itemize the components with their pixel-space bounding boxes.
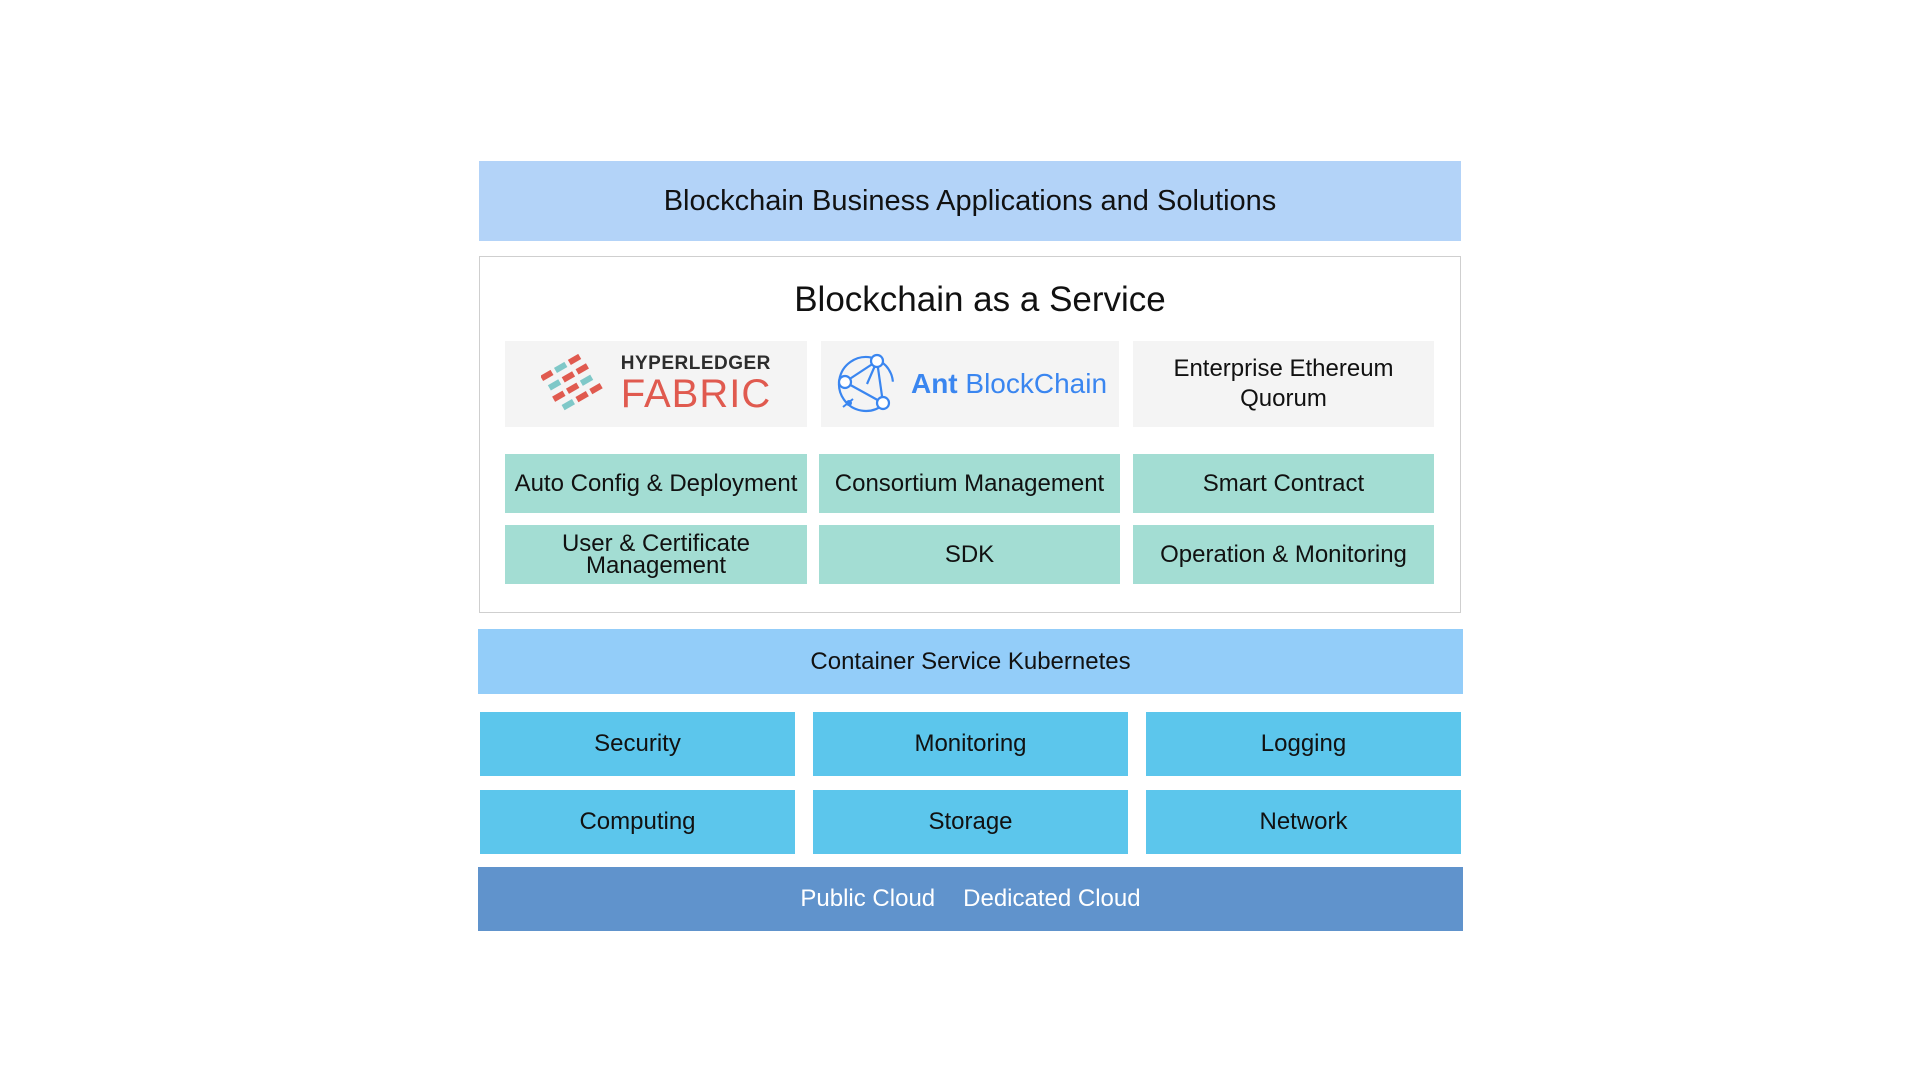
feature-consortium-management: Consortium Management: [819, 454, 1120, 513]
infra-storage: Storage: [813, 790, 1128, 854]
feature-operation-monitoring: Operation & Monitoring: [1133, 525, 1434, 584]
engine-ant-blockchain: Ant BlockChain: [821, 341, 1119, 427]
container-service-label: Container Service Kubernetes: [810, 647, 1131, 675]
fabric-logo-line1: HYPERLEDGER: [620, 353, 771, 374]
feature-smart-contract: Smart Contract: [1133, 454, 1434, 513]
infra-computing: Computing: [480, 790, 795, 854]
infra-security: Security: [480, 712, 795, 776]
infra-logging: Logging: [1146, 712, 1461, 776]
quorum-line1: Enterprise Ethereum: [1173, 355, 1394, 382]
engine-hyperledger-fabric: HYPERLEDGER FABRIC: [505, 341, 807, 427]
business-applications-layer: Blockchain Business Applications and Sol…: [479, 161, 1461, 241]
fabric-logo-line2: FABRIC: [620, 372, 772, 416]
public-cloud-label: Public Cloud: [800, 885, 936, 912]
feature-sdk: SDK: [819, 525, 1120, 584]
engine-enterprise-ethereum-quorum: Enterprise Ethereum Quorum: [1133, 341, 1434, 427]
infra-monitoring: Monitoring: [813, 712, 1128, 776]
feature-user-certificate-line2: Management: [585, 551, 727, 579]
baas-title: Blockchain as a Service: [794, 280, 1166, 319]
dedicated-cloud-label: Dedicated Cloud: [963, 885, 1141, 912]
quorum-line2: Quorum: [1240, 385, 1327, 412]
feature-auto-config: Auto Config & Deployment: [505, 454, 807, 513]
cloud-layer: Public Cloud Dedicated Cloud: [478, 867, 1463, 931]
hyperledger-fabric-logo-icon: [540, 353, 603, 411]
infra-network: Network: [1146, 790, 1461, 854]
business-applications-label: Blockchain Business Applications and Sol…: [663, 184, 1277, 217]
ant-blockchain-logo-icon: [837, 353, 895, 413]
feature-user-certificate-line1: User & Certificate: [561, 529, 751, 557]
container-service-layer: Container Service Kubernetes: [478, 629, 1463, 694]
ant-blockchain-wordmark: Ant BlockChain: [910, 368, 1108, 399]
feature-user-certificate: User & Certificate Management: [505, 525, 807, 584]
